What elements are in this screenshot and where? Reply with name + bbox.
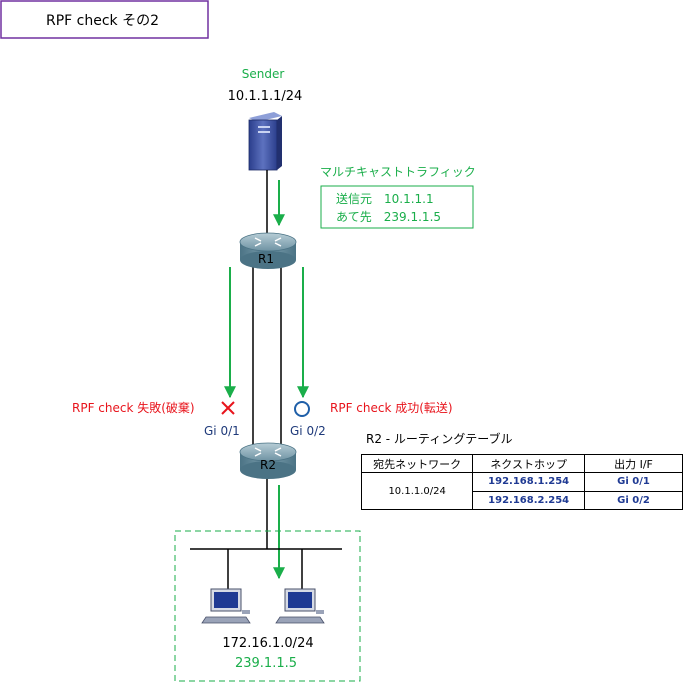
routing-table: 宛先ネットワーク ネクストホップ 出力 I/F 10.1.1.0/24 192.… bbox=[360, 454, 683, 510]
next-hop: 192.168.1.254 bbox=[472, 472, 585, 492]
sender-ip: 10.1.1.1/24 bbox=[228, 89, 303, 104]
sender-label: Sender bbox=[242, 67, 285, 81]
lan-group-label: 239.1.1.5 bbox=[235, 656, 297, 671]
server-icon bbox=[248, 112, 282, 171]
title-box bbox=[0, 0, 209, 39]
next-hop: 192.168.2.254 bbox=[472, 490, 585, 510]
traffic-heading: マルチキャストトラフィック bbox=[320, 165, 476, 179]
output-interface: Gi 0/2 bbox=[583, 490, 683, 510]
table-row: 10.1.1.0/24 192.168.1.254 Gi 0/1 bbox=[360, 472, 683, 510]
interface-gi01-label: Gi 0/1 bbox=[204, 424, 240, 438]
interface-gi02-label: Gi 0/2 bbox=[290, 424, 326, 438]
router-r2-label: R2 bbox=[260, 458, 276, 472]
column-header: 宛先ネットワーク bbox=[360, 454, 474, 473]
column-header: 出力 I/F bbox=[583, 454, 683, 473]
rpf-fail-label: RPF check 失敗(破棄) bbox=[72, 400, 195, 415]
lan-network-label: 172.16.1.0/24 bbox=[222, 636, 313, 651]
page-title: RPF check その2 bbox=[46, 13, 159, 29]
table-row: 192.168.2.254 Gi 0/2 bbox=[362, 490, 683, 510]
host-pc-icon bbox=[275, 588, 325, 624]
output-interface: Gi 0/1 bbox=[583, 472, 683, 492]
lan-box bbox=[174, 530, 361, 682]
host-pc-icon bbox=[201, 588, 251, 624]
router-r2-icon bbox=[239, 442, 297, 479]
rpf-success-o-icon bbox=[294, 401, 310, 417]
routing-table-title: R2 - ルーティングテーブル bbox=[366, 431, 513, 446]
rpf-fail-x-icon bbox=[221, 401, 235, 415]
rpf-success-label: RPF check 成功(転送) bbox=[330, 400, 453, 415]
traffic-destination: あて先 239.1.1.5 bbox=[336, 210, 441, 224]
traffic-info-box bbox=[320, 185, 474, 229]
router-r1-icon bbox=[239, 232, 297, 269]
column-header: ネクストホップ bbox=[472, 454, 585, 473]
router-r1-label: R1 bbox=[258, 252, 274, 266]
destination-network: 10.1.1.0/24 bbox=[360, 472, 474, 510]
traffic-source: 送信元 10.1.1.1 bbox=[336, 191, 434, 206]
